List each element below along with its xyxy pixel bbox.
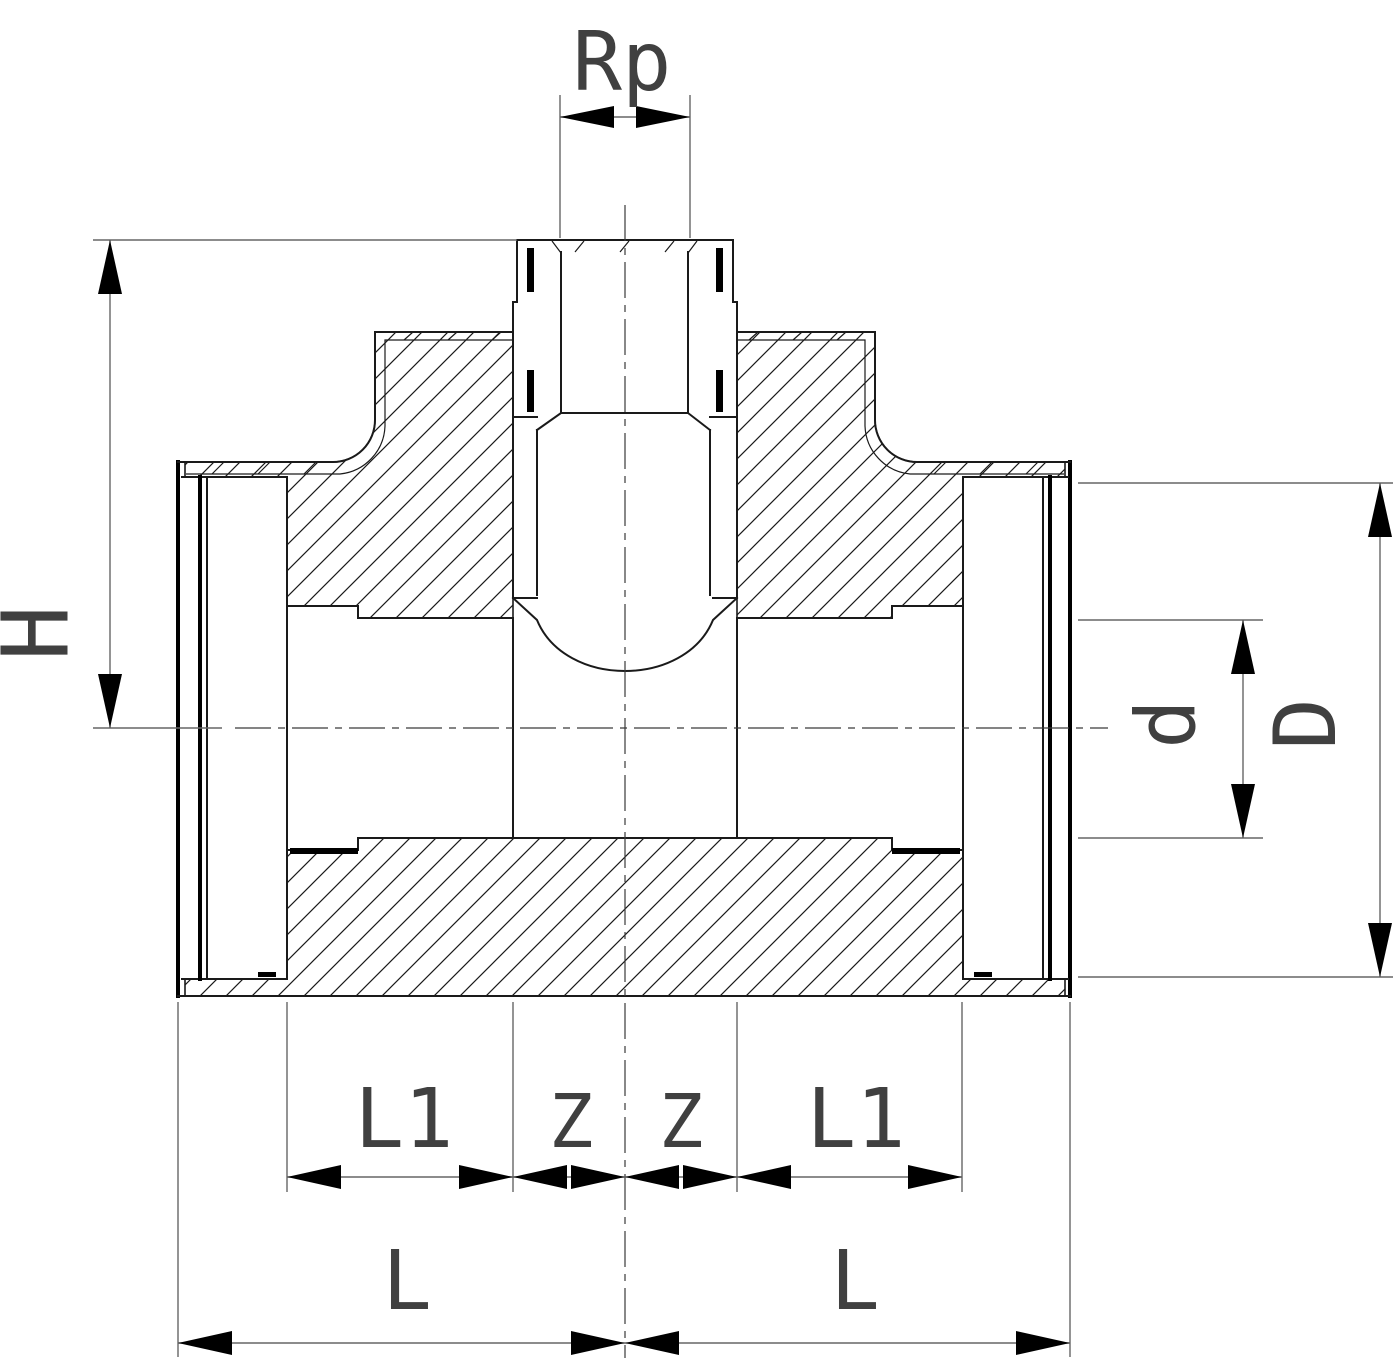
dim-label-rp: Rp [573, 15, 672, 110]
dim-label-z-right: Z [659, 1079, 704, 1165]
bore-shoulders [512, 619, 738, 839]
arrowhead [571, 1165, 625, 1189]
arrowhead [683, 1165, 737, 1189]
arrowhead [287, 1165, 341, 1189]
centerlines [235, 205, 1108, 1358]
thread-bar [716, 370, 723, 412]
arrowheads [98, 106, 1392, 1355]
arrowhead [178, 1331, 232, 1355]
arrowhead [636, 106, 690, 128]
dim-label-l1-left: L1 [355, 1072, 454, 1167]
branch-insert-walls [512, 301, 738, 599]
arrowhead [737, 1165, 791, 1189]
dim-label-l-right: L [830, 1234, 879, 1329]
thread-bars [258, 248, 992, 977]
extension-lines [93, 95, 1393, 1357]
dim-label-D: D [1256, 698, 1356, 750]
dim-label-l-left: L [382, 1234, 431, 1329]
dimension-labels: Rp H d D L1 Z Z L1 L L [0, 15, 1356, 1329]
arrowhead [1368, 483, 1392, 537]
arrowhead [1231, 784, 1255, 838]
arrowhead [98, 674, 122, 728]
thread-bar [527, 370, 534, 412]
chamfer-ticks [211, 240, 1039, 475]
arrowhead [1231, 620, 1255, 674]
dim-label-h: H [0, 605, 90, 660]
arrowhead [560, 106, 614, 128]
branch-thread-bore [560, 251, 689, 414]
branch-mouth-chamfers [551, 240, 698, 254]
arrowhead [513, 1165, 567, 1189]
arrowhead [571, 1331, 625, 1355]
branch-counterbore [535, 411, 712, 596]
socket-bottom-bar [258, 972, 276, 977]
arrowhead [1016, 1331, 1070, 1355]
tee-body-outline [176, 239, 1072, 998]
dimensions: Rp H d D L1 Z Z L1 L L [0, 15, 1393, 1357]
socket-bottom-bar [974, 972, 992, 977]
arrowhead [625, 1165, 679, 1189]
hatch-upper-left-wall [184, 331, 514, 619]
arrowhead [459, 1165, 513, 1189]
dim-label-l1-right: L1 [807, 1072, 906, 1167]
left-socket [181, 476, 288, 980]
arrowhead [98, 240, 122, 294]
branch-detail [512, 240, 738, 599]
shoulder-bar [290, 848, 358, 854]
thread-bar [716, 248, 723, 292]
hatch-upper-right-wall [736, 331, 1066, 619]
right-socket [962, 476, 1069, 980]
arrowhead [1368, 923, 1392, 977]
shoulder-bar [892, 848, 960, 854]
chamfer-band-lines [186, 339, 1064, 475]
thread-bar [527, 248, 534, 292]
bore-top-edges [286, 605, 964, 619]
dim-label-z-left: Z [549, 1079, 594, 1165]
dim-label-d: d [1120, 699, 1215, 748]
arrowhead [908, 1165, 962, 1189]
arrowhead [625, 1331, 679, 1355]
